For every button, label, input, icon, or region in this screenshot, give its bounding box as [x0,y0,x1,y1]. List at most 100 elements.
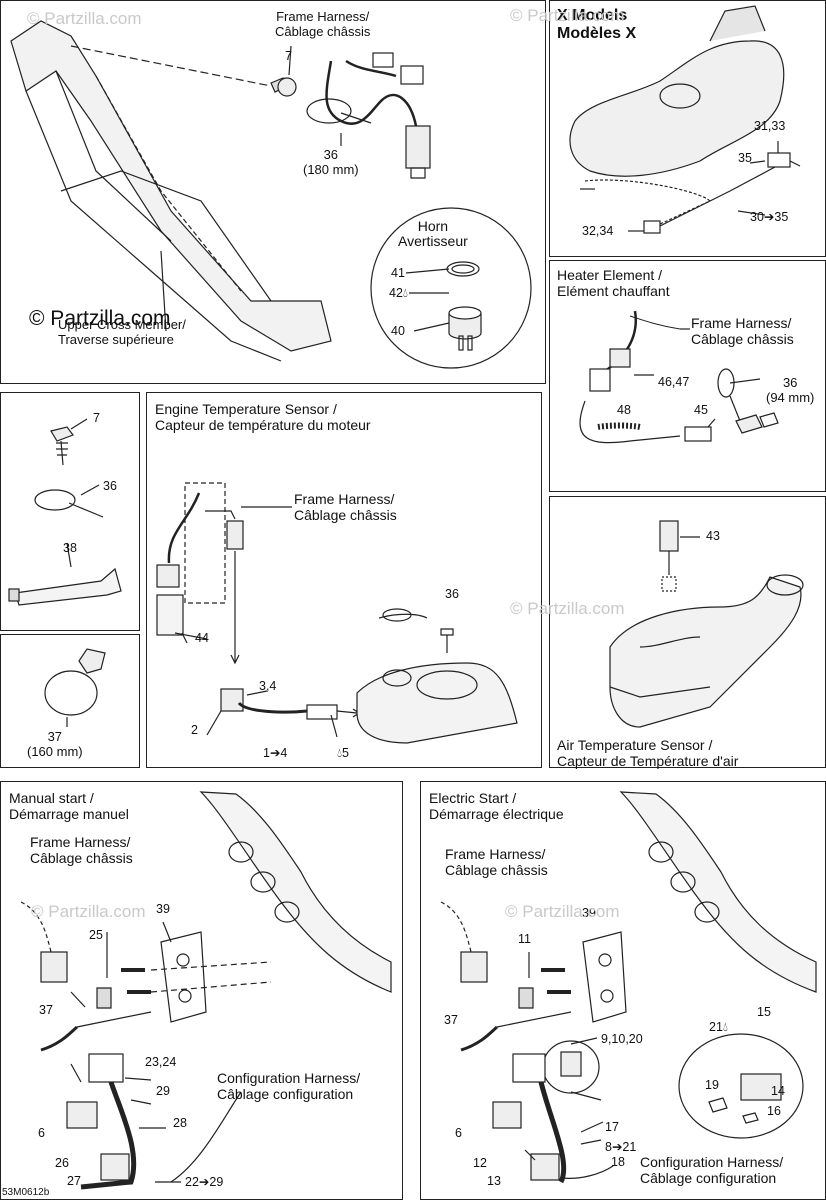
configuration-harness-label-fr: Câblage configuration [217,1086,354,1102]
horn-label-fr: Avertisseur [398,233,468,249]
horn-label: Horn [417,218,449,234]
engine-temperature-illustration [156,482,518,744]
frame-harness-label-fr: Câblage châssis [30,850,133,866]
frame-harness-label: Frame Harness/ [445,846,546,862]
callout-40: 40 [391,324,405,338]
callout-13: 13 [487,1174,501,1188]
callout-36: 36 [445,587,459,601]
manual-start-panel: Manual start / Démarrage manuel Frame Ha… [0,781,403,1200]
callout-31-33: 31,33 [754,119,786,133]
callout-6: 6 [38,1126,45,1140]
engine-temperature-sensor-panel: Engine Temperature Sensor / Capteur de t… [146,392,542,768]
callout-39: 39 [156,902,170,916]
diagram-code: 53M0612b [2,1187,50,1198]
frame-horn-panel: Frame Harness/ Câblage châssis 7 36 (180… [0,0,546,384]
watermark-faint: © Partzilla.com [27,9,142,28]
callout-46-47: 46,47 [658,375,690,389]
callout-36: 36 [782,375,798,390]
callout-7: 7 [285,49,292,63]
callout-32-34: 32,34 [582,224,614,238]
configuration-harness-label-fr: Câblage configuration [640,1170,777,1186]
callout-6: 6 [455,1126,462,1140]
callout-3-4: 3,4 [259,679,277,693]
heater-element-title: Heater Element / [557,267,663,283]
callout-36-size: (180 mm) [303,162,359,177]
hardware-panel: 7 36 38 [0,392,140,631]
callout-17: 17 [605,1120,619,1134]
upper-cross-member-label: Upper Cross Member/ [58,317,186,332]
manual-start-title-fr: Démarrage manuel [9,806,129,822]
heater-element-panel: Heater Element / Elément chauffant Frame… [549,260,826,492]
callout-36-size: (94 mm) [766,390,815,405]
frame-harness-label-fr: Câblage châssis [275,24,371,39]
callout-37: 37 [39,1003,53,1017]
electric-start-title: Electric Start / [429,790,517,806]
upper-cross-member-label-fr: Traverse supérieure [58,332,174,347]
watermark-faint: © Partzilla.com [505,902,620,921]
x-models-title: X Models [557,7,628,24]
air-temp-title: Air Temperature Sensor / [557,737,713,753]
callout-28: 28 [173,1116,187,1130]
clamp-panel: 37 (160 mm) [0,634,140,768]
configuration-harness-label: Configuration Harness/ [640,1154,784,1170]
frame-harness-label: Frame Harness/ [276,9,370,24]
configuration-harness-label: Configuration Harness/ [217,1070,361,1086]
callout-39: 39 [582,906,596,920]
callout-15: 15 [757,1005,771,1019]
heater-element-title-fr: Elément chauffant [557,283,670,299]
callout-2: 2 [191,723,198,737]
watermark-faint: © Partzilla.com [31,902,146,921]
callout-42: 42💧︎ [389,286,408,300]
x-models-illustration [569,5,801,234]
callout-21: 21💧︎ [709,1020,728,1034]
callout-1-4: 1➔4 [263,746,288,760]
frame-harness-label-fr: Câblage châssis [445,862,548,878]
callout-26: 26 [55,1156,69,1170]
callout-37: 37 [444,1013,458,1027]
frame-harness-label: Frame Harness/ [294,491,395,507]
callout-48: 48 [617,403,631,417]
callout-37: 37 [47,729,63,744]
callout-22-29: 22➔29 [185,1175,224,1189]
callout-11: 11 [518,932,531,946]
callout-8-21: 8➔21 [605,1140,637,1154]
callout-35: 35 [738,151,752,165]
engine-temp-title: Engine Temperature Sensor / [155,401,337,417]
frame-harness-label-fr: Câblage châssis [691,331,794,347]
oil-drop-icon: 💧︎ [722,1020,728,1034]
heater-element-illustration [579,310,779,444]
callout-38: 38 [63,541,77,555]
engine-temp-title-fr: Capteur de température du moteur [155,417,371,433]
air-temp-title-fr: Capteur de Température d'air [557,753,739,769]
callout-5: 💧︎5 [337,746,349,760]
callout-27: 27 [67,1174,81,1188]
callout-25: 25 [89,928,103,942]
air-temperature-sensor-panel: 43 Air Temperature Sensor / Capteur de T… [510,496,826,769]
air-temperature-illustration [609,520,804,728]
callout-23-24: 23,24 [145,1055,177,1069]
callout-9-10-20: 9,10,20 [601,1032,643,1046]
callout-29: 29 [156,1084,170,1098]
oil-drop-icon: 💧︎ [337,746,343,760]
callout-7: 7 [93,411,100,425]
callout-16: 16 [767,1104,781,1118]
callout-45: 45 [694,403,708,417]
electric-start-illustration [440,791,817,1184]
electric-start-panel: Electric Start / Démarrage électrique Fr… [420,781,826,1200]
watermark-faint: © Partzilla.com [510,599,625,618]
frame-harness-label-fr: Câblage châssis [294,507,397,523]
callout-12: 12 [473,1156,487,1170]
callout-18: 18 [611,1155,625,1169]
manual-start-title: Manual start / [9,790,94,806]
clamp-illustration [44,648,106,727]
x-models-title-fr: Modèles X [557,25,637,42]
frame-harness-illustration [10,20,532,369]
hardware-illustration [8,418,122,606]
callout-36: 36 [103,479,117,493]
callout-37-size: (160 mm) [27,744,83,759]
callout-41: 41 [391,266,405,280]
electric-start-title-fr: Démarrage électrique [429,806,564,822]
oil-drop-icon: 💧︎ [402,286,408,300]
frame-harness-label: Frame Harness/ [691,315,792,331]
callout-44: 44 [195,631,209,645]
